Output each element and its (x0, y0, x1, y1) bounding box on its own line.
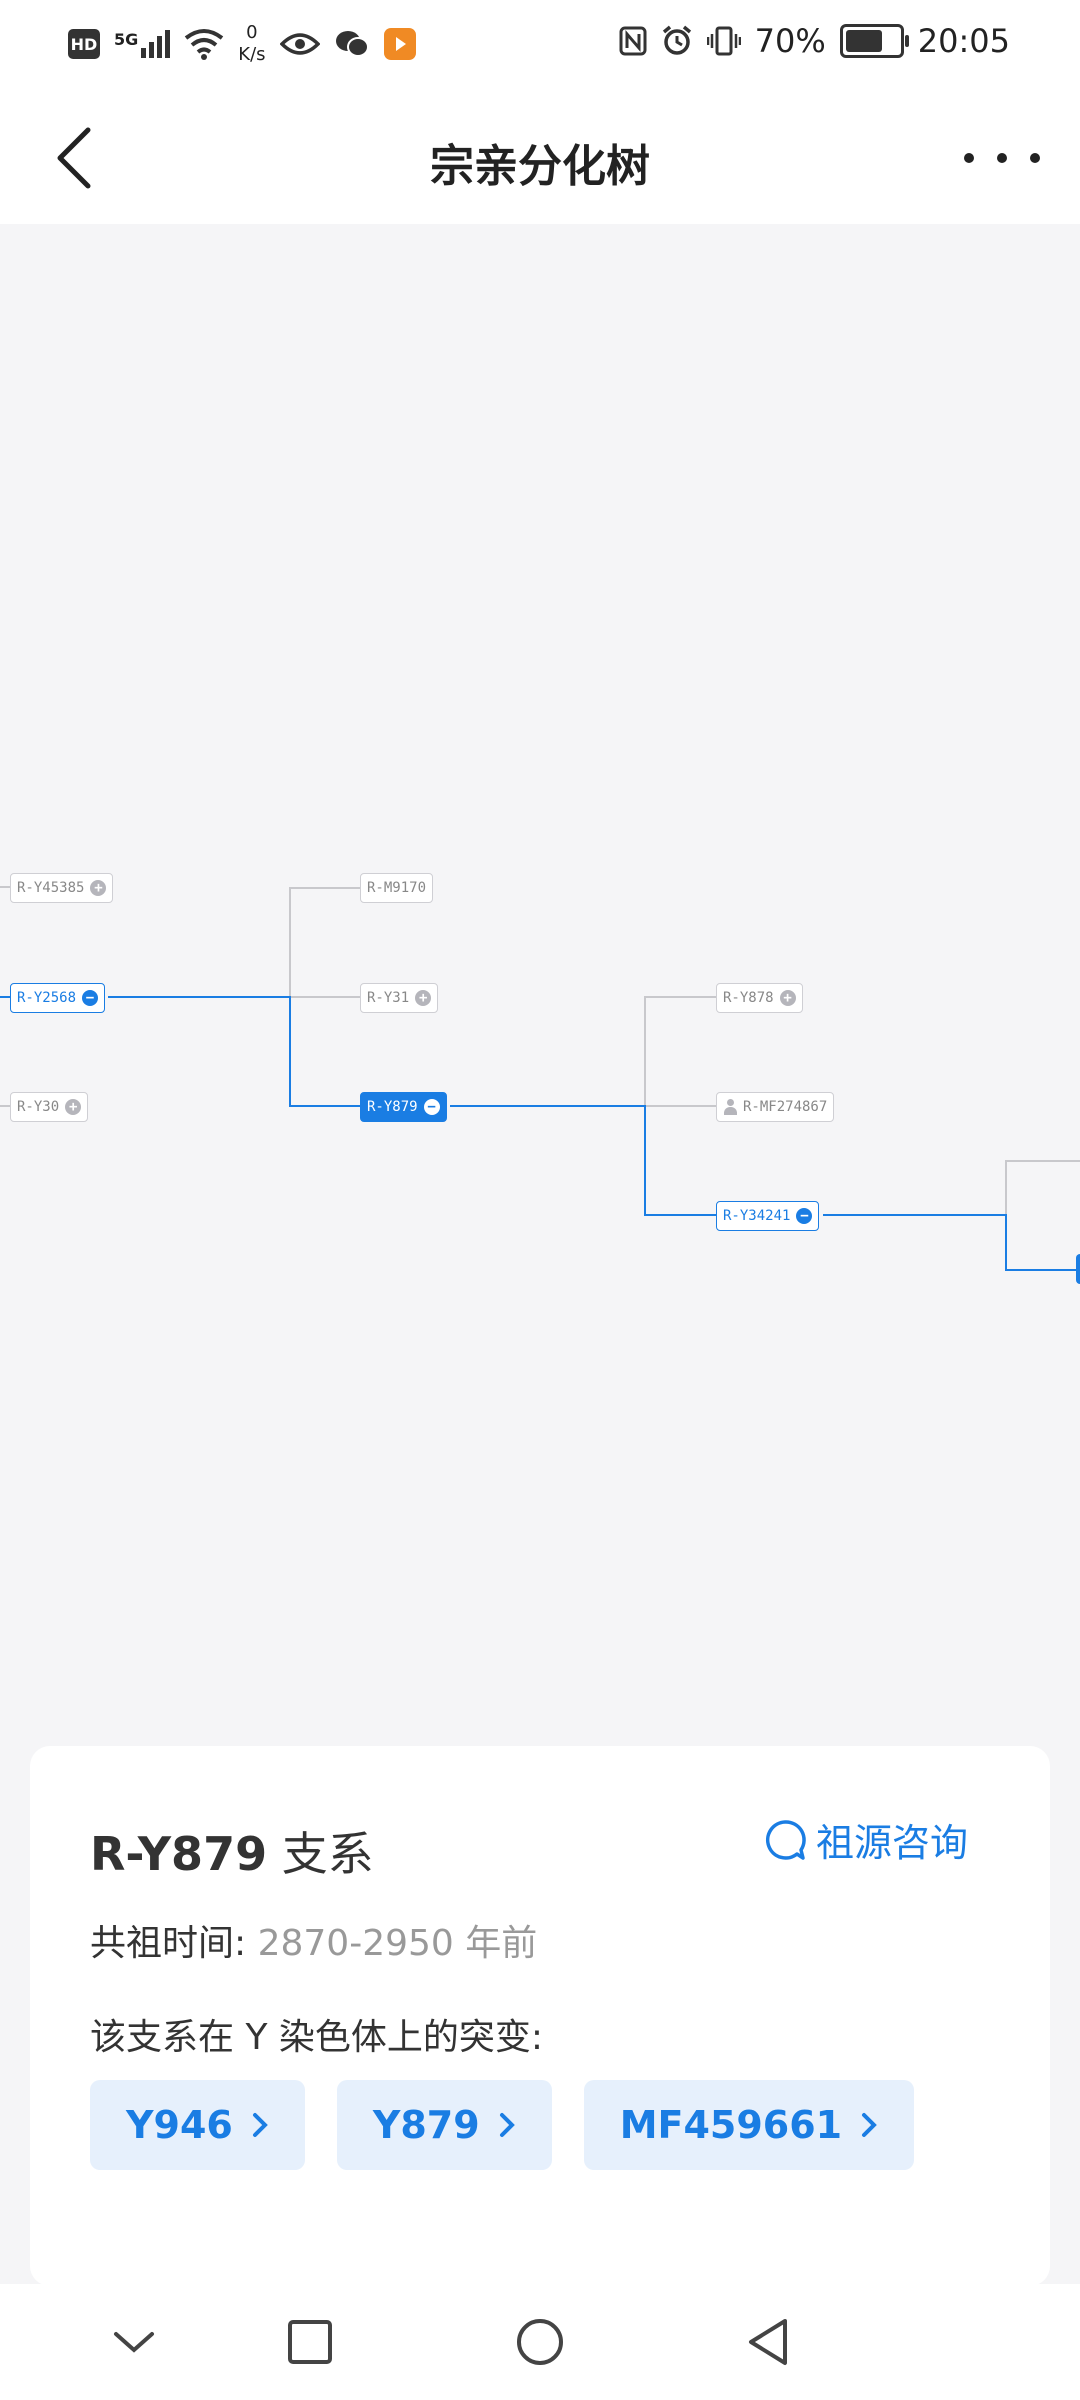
collapse-icon[interactable]: − (82, 990, 99, 1006)
nav-home-button[interactable] (506, 2308, 574, 2376)
more-icon (964, 153, 974, 163)
time-label: 共祖时间: (90, 1923, 247, 1964)
tree-node[interactable]: R-Y878 + (716, 983, 803, 1013)
expand-icon[interactable]: + (779, 990, 796, 1006)
tree-node[interactable]: R-Y2568 − (10, 983, 106, 1013)
alarm-icon (662, 25, 691, 55)
person-icon (723, 1099, 737, 1115)
battery-percent: 70% (754, 22, 826, 60)
net-speed: 0 K/s (238, 22, 265, 66)
tree-node[interactable]: R-Y45385 + (10, 873, 114, 903)
mutation-label: Y879 (372, 2103, 480, 2147)
consult-label: 祖源咨询 (815, 1821, 968, 1865)
mutation-chip[interactable]: MF459661 (583, 2080, 915, 2170)
recent-apps-icon (288, 2320, 332, 2364)
hd-badge: HD (68, 29, 100, 59)
wechat-icon (335, 31, 369, 57)
more-button[interactable] (964, 136, 1040, 180)
mutation-label: Y946 (126, 2103, 233, 2147)
node-label: R-Y878 (723, 990, 774, 1006)
collapse-icon[interactable]: − (796, 1208, 813, 1224)
network-type: 5G (114, 30, 139, 49)
status-right: 70% 20:05 (619, 22, 1010, 60)
back-icon (57, 127, 91, 189)
home-icon (517, 2319, 563, 2365)
page-title: 宗亲分化树 (430, 141, 650, 192)
collapse-icon[interactable]: − (423, 1099, 440, 1115)
nfc-icon (619, 26, 647, 56)
signal-icon: 5G (114, 30, 171, 58)
tree-node[interactable]: R-MF274867 (716, 1092, 835, 1122)
branch-info-card: R-Y879 支系 祖源咨询 共祖时间: 2870-2950 年前 该支系在 Y… (30, 1746, 1050, 2286)
expand-icon[interactable]: + (65, 1099, 82, 1115)
down-icon (114, 2332, 154, 2353)
consult-button[interactable]: 祖源咨询 (764, 1812, 968, 1867)
back-nav-icon (749, 2319, 787, 2365)
tree-node[interactable]: R-Y31 + (360, 983, 439, 1013)
net-speed-value: 0 (246, 22, 258, 43)
expand-icon[interactable]: + (90, 880, 107, 896)
chevron-right-icon (252, 2113, 268, 2137)
app-icon (383, 28, 416, 60)
branch-suffix: 支系 (281, 1827, 374, 1881)
tree-node[interactable]: R-Y30 + (10, 1092, 89, 1122)
status-bar: HD 5G 0 K/s (0, 0, 1080, 92)
clock: 20:05 (917, 22, 1010, 60)
net-speed-unit: K/s (238, 44, 266, 65)
tree-canvas[interactable]: R-Y45385 + R-Y2568 − R-Y30 + R-M9170 R-Y… (0, 224, 1080, 1744)
tree-node[interactable]: R-Y34241 − (716, 1201, 820, 1231)
node-label: R-Y879 (367, 1099, 418, 1115)
tree-node-selected[interactable]: R-Y879 − (360, 1092, 447, 1122)
mutation-chip[interactable]: Y879 (336, 2080, 552, 2170)
battery-level (845, 30, 883, 52)
chevron-right-icon (499, 2113, 515, 2137)
node-label: R-Y34241 (723, 1208, 791, 1224)
title-bar: 宗亲分化树 (0, 92, 1080, 224)
node-label: R-Y2568 (17, 990, 77, 1006)
mutation-chip[interactable]: Y946 (90, 2080, 305, 2170)
vibrate-icon (706, 26, 741, 56)
node-label: R-Y30 (17, 1099, 60, 1115)
node-label: R-Y31 (367, 990, 410, 1006)
node-label: R-Y45385 (17, 880, 85, 896)
nav-recent-button[interactable] (276, 2308, 344, 2376)
branch-name: R-Y879 (90, 1827, 268, 1881)
eye-icon (279, 33, 320, 55)
nav-back-button[interactable] (734, 2308, 802, 2376)
status-left: HD 5G 0 K/s (68, 22, 416, 66)
node-label: R-MF274867 (743, 1099, 828, 1115)
time-value: 2870-2950 年前 (257, 1923, 538, 1964)
mutations-label: 该支系在 Y 染色体上的突变: (90, 2017, 544, 2058)
tree-node[interactable]: R-M9170 (360, 873, 434, 903)
battery-icon (839, 24, 909, 58)
chat-icon (765, 1819, 806, 1860)
node-label: R-M9170 (367, 880, 427, 896)
branch-title: R-Y879 支系 (90, 1818, 374, 1884)
back-button[interactable] (44, 122, 116, 194)
mutation-chips: Y946 Y879 MF459661 (90, 2080, 915, 2170)
tree-links (0, 886, 1080, 1284)
chevron-right-icon (862, 2113, 877, 2137)
navigation-bar (0, 2284, 1080, 2400)
nav-down-button[interactable] (100, 2308, 168, 2376)
common-ancestor-time: 共祖时间: 2870-2950 年前 (90, 1914, 537, 1966)
mutation-label: MF459661 (619, 2103, 843, 2147)
expand-icon[interactable]: + (415, 990, 432, 1006)
wifi-icon (185, 29, 224, 60)
